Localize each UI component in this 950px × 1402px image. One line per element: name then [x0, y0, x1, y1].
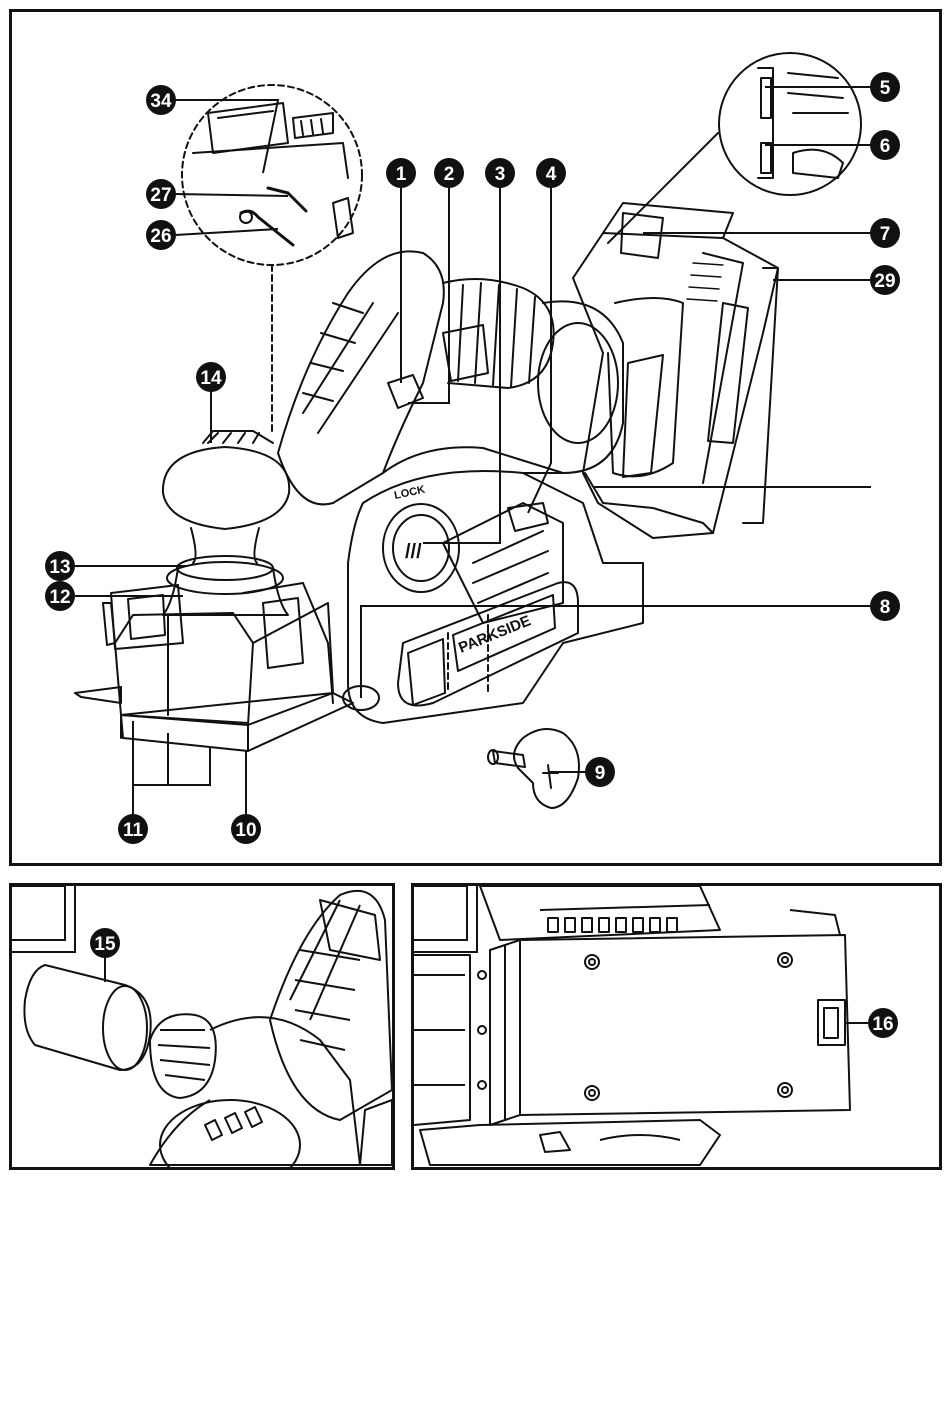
callout-7-text: 7: [880, 224, 891, 245]
callout-10: 10: [231, 814, 261, 844]
callout-8: 8: [870, 591, 900, 621]
handle-closeup: [270, 891, 392, 1120]
callout-9: 9: [585, 757, 615, 787]
callout-5: 5: [870, 72, 900, 102]
callout-6: 6: [870, 130, 900, 160]
callout-15-text: 15: [94, 934, 116, 955]
callout-11-text: 11: [123, 820, 144, 841]
callout-12: 12: [45, 581, 75, 611]
figure-a-drawing: 15: [12, 886, 392, 1167]
callout-11: 11: [118, 814, 148, 844]
callouts: 34 27 26 1 2 3 4 5 6 7 29 8 9 10 11 12 1…: [45, 72, 900, 844]
callout-27-text: 27: [150, 185, 171, 206]
main-figure-drawing: LOCK PARKSIDE /// 34 27 26 1 2 3 4 5 6 7: [12, 12, 939, 863]
lock-label: LOCK: [393, 484, 426, 502]
callout-29: 29: [870, 265, 900, 295]
spanner: [241, 211, 293, 245]
callout-12-text: 12: [49, 587, 70, 608]
callout-16-text: 16: [872, 1014, 893, 1035]
callout-34: 34: [146, 85, 176, 115]
leader-27: [175, 194, 288, 196]
base-plate: [520, 935, 850, 1115]
callout-1: 1: [386, 158, 416, 188]
fastening-knob: [514, 729, 579, 808]
handle: [278, 251, 444, 504]
callout-2-text: 2: [444, 164, 455, 185]
figure-b-drawing: 16: [414, 886, 939, 1167]
battery: [573, 233, 778, 538]
leader-26: [175, 229, 278, 235]
allen-key: [268, 188, 306, 211]
callout-15: 15: [90, 928, 120, 958]
callout-3-text: 3: [495, 164, 506, 185]
callout-34-text: 34: [150, 91, 172, 112]
main-figure-panel: LOCK PARKSIDE /// 34 27 26 1 2 3 4 5 6 7: [9, 9, 942, 866]
callout-8-text: 8: [880, 597, 891, 618]
figure-b-panel: 16: [411, 883, 942, 1170]
figure-a-panel: 15: [9, 883, 395, 1170]
callout-10-text: 10: [235, 820, 256, 841]
callout-26-text: 26: [150, 226, 171, 247]
leader-3: [423, 186, 500, 543]
callout-4-text: 4: [546, 164, 557, 185]
callout-26: 26: [146, 220, 176, 250]
callout-13: 13: [45, 551, 75, 581]
callout-16: 16: [868, 1008, 898, 1038]
callout-4: 4: [536, 158, 566, 188]
depth-knob-top: [163, 447, 289, 529]
callout-1-text: 1: [396, 164, 407, 185]
mode-icon-lock: ///: [405, 541, 422, 563]
leader-11: [133, 721, 210, 815]
callout-14: 14: [196, 362, 226, 392]
callout-2: 2: [434, 158, 464, 188]
callout-5-text: 5: [880, 78, 891, 99]
callout-27: 27: [146, 179, 176, 209]
dust-tube: [24, 965, 150, 1070]
callout-14-text: 14: [200, 368, 222, 389]
side-body: [348, 471, 643, 723]
callout-7: 7: [870, 218, 900, 248]
callout-9-text: 9: [595, 763, 606, 784]
leader-8: [361, 606, 871, 698]
callout-13-text: 13: [49, 557, 70, 578]
callout-6-text: 6: [880, 136, 891, 157]
callout-29-text: 29: [874, 271, 895, 292]
callout-3: 3: [485, 158, 515, 188]
